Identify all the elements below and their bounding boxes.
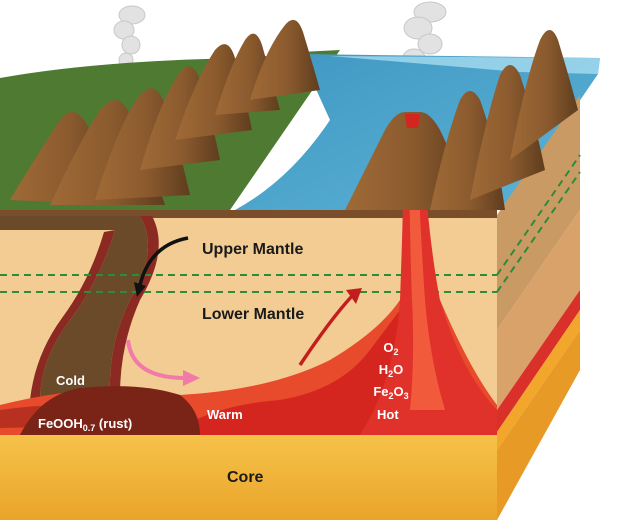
rust-deposit xyxy=(20,386,200,435)
rust-suffix: (rust) xyxy=(95,416,133,431)
cold-label: Cold xyxy=(56,373,85,388)
warm-label: Warm xyxy=(207,407,243,422)
subducting-slab xyxy=(0,216,148,400)
rust-label: FeOOH0.7 (rust) xyxy=(38,416,132,433)
rust-subscript: 0.7 xyxy=(82,423,96,433)
lower-mantle-label: Lower Mantle xyxy=(202,306,305,323)
rising-flow-arrow-icon xyxy=(298,288,362,366)
chemical-h2o: H2O xyxy=(378,362,404,379)
upper-mantle-label: Upper Mantle xyxy=(202,241,304,258)
mountain-icon xyxy=(10,19,320,205)
hot-label: Hot xyxy=(377,407,399,422)
core-label: Core xyxy=(227,469,264,486)
flow-arrow-icon xyxy=(134,236,189,297)
block-side-face xyxy=(497,95,580,330)
magma-plume xyxy=(360,115,497,435)
chemical-list: O2 H2O Fe2O3 xyxy=(366,339,416,405)
chemical-o2: O2 xyxy=(383,340,399,357)
warm-flow-arrow-icon xyxy=(126,339,200,386)
rust-formula: FeOOH xyxy=(38,416,83,431)
core-layer xyxy=(0,435,497,520)
chemical-fe2o3: Fe2O3 xyxy=(373,384,409,401)
volcano-icon xyxy=(345,30,578,210)
